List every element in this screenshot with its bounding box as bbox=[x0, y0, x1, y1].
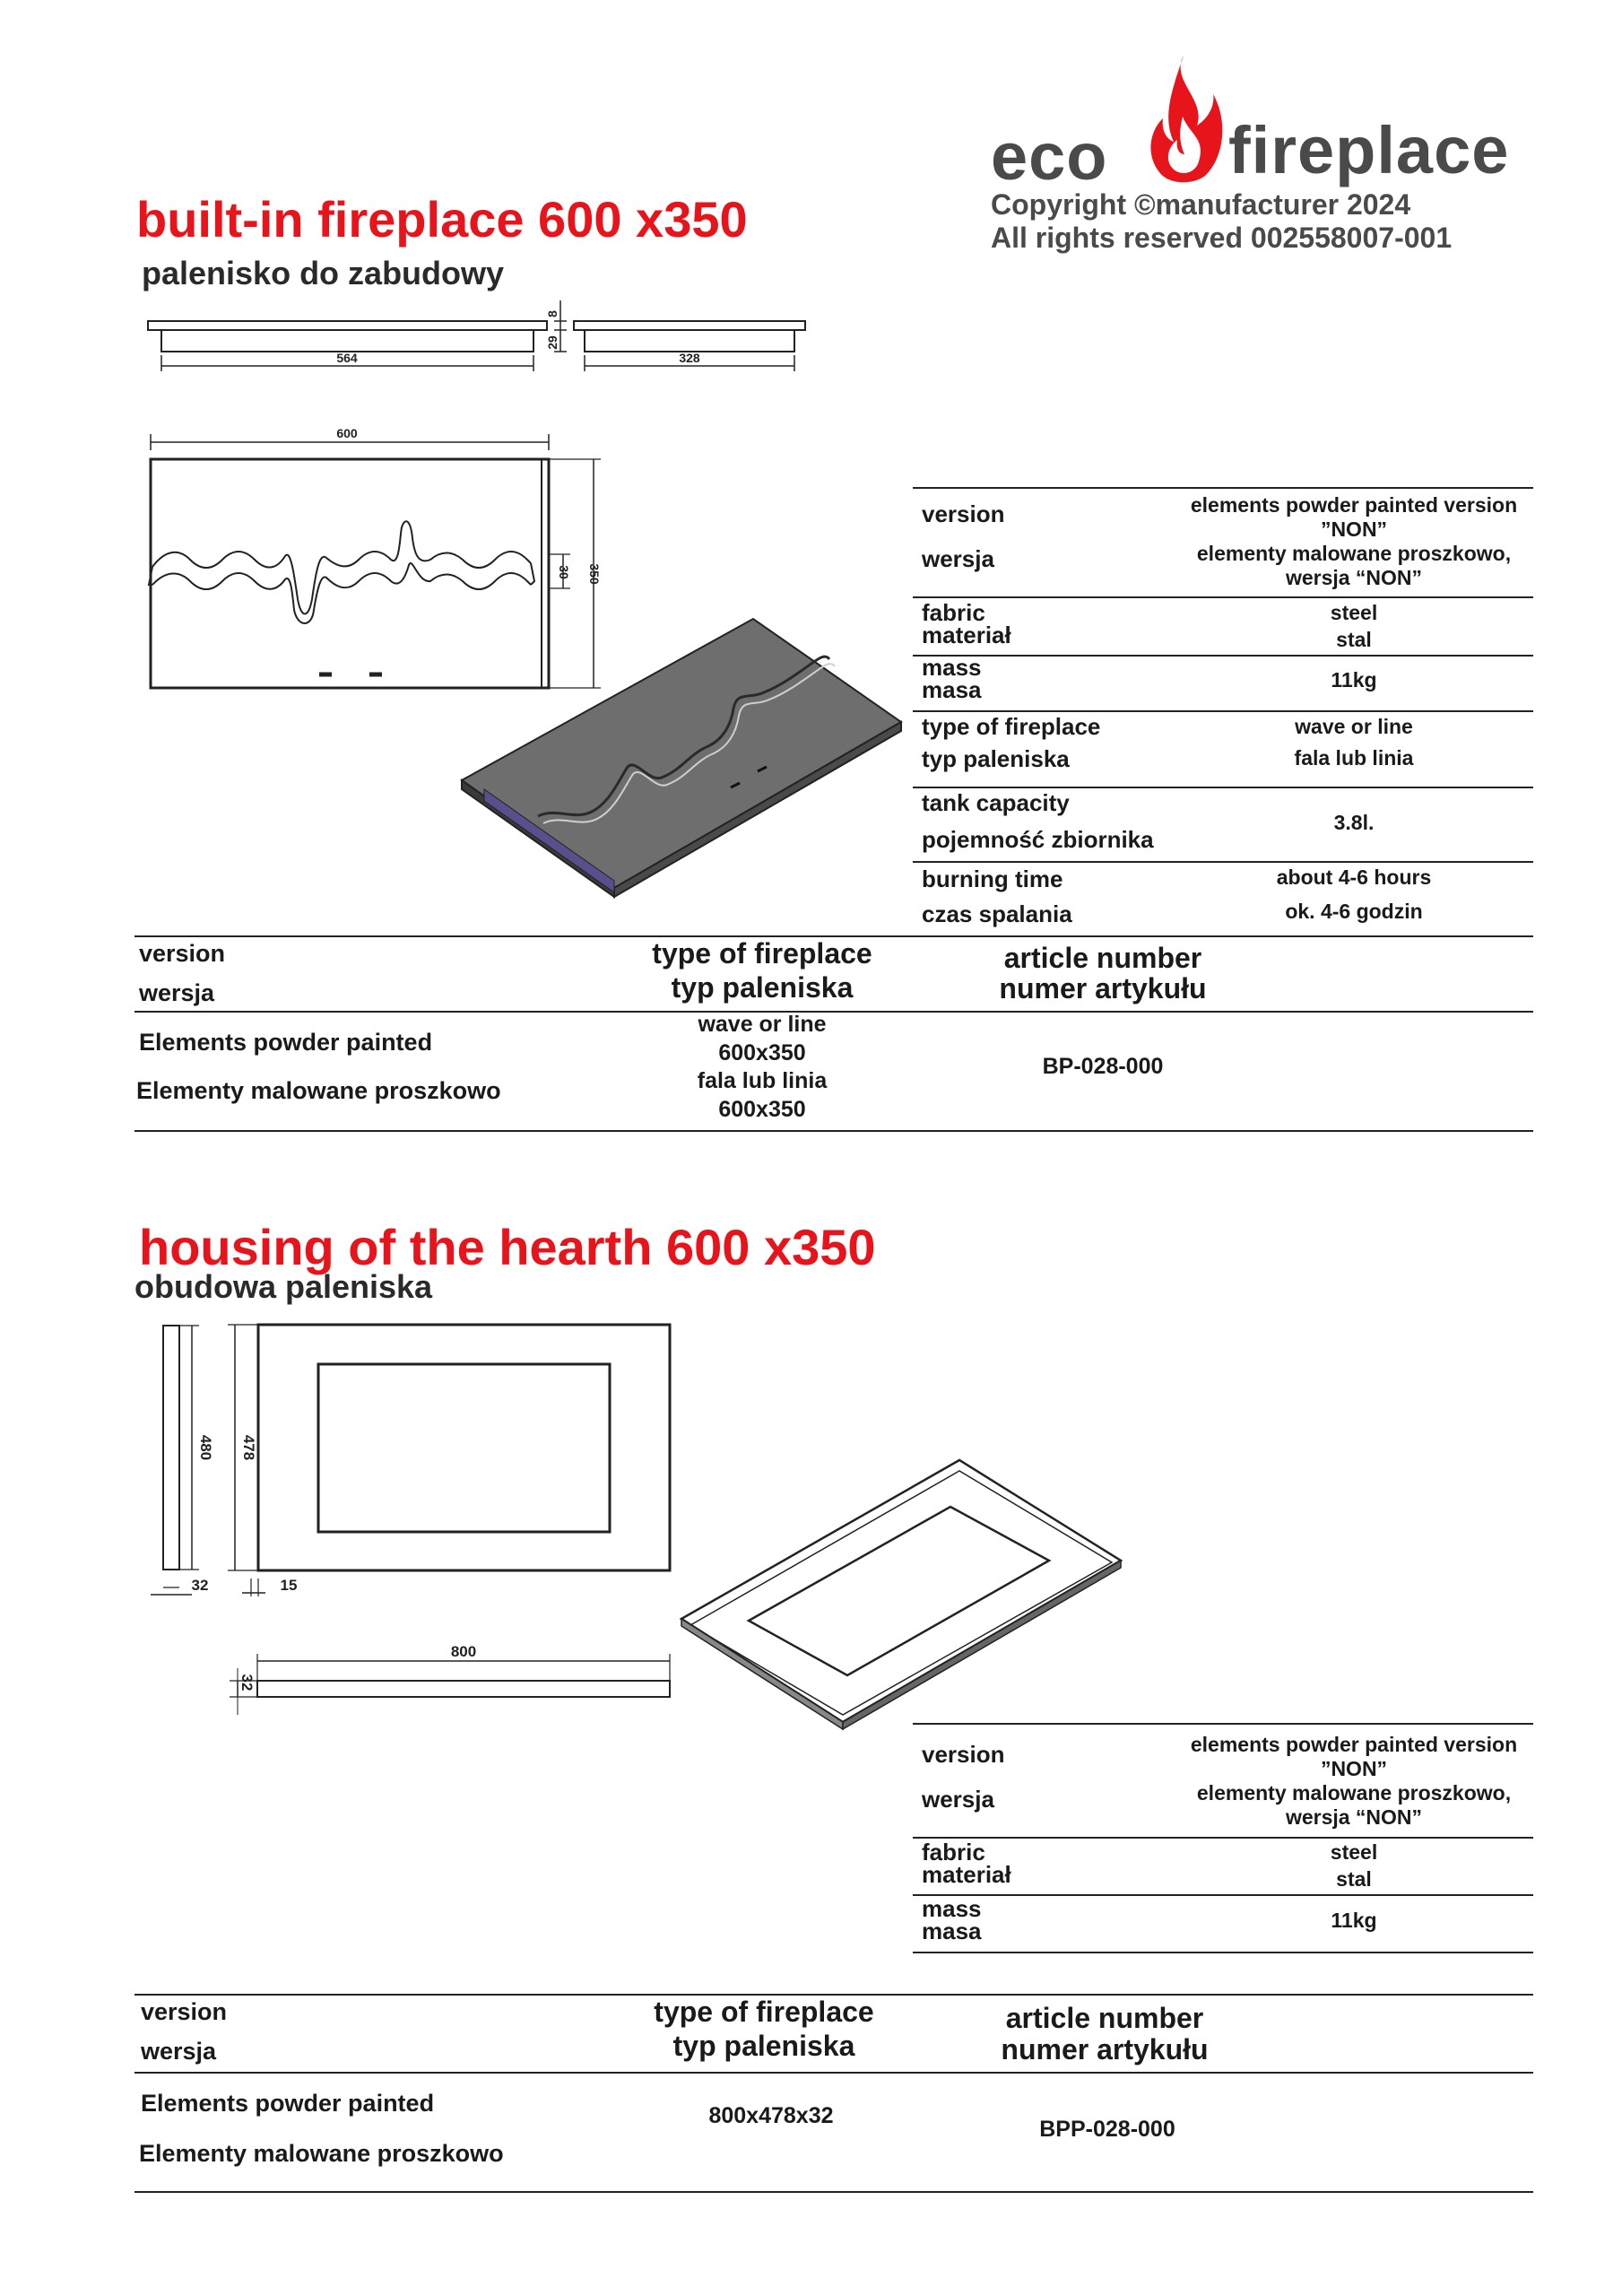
p1-spec-rule-4 bbox=[913, 787, 1533, 788]
p1-table-col2-pl: typ paleniska bbox=[671, 971, 854, 1004]
p1-table-col3-pl: numer artykułu bbox=[999, 972, 1207, 1004]
p2-spec-mass-en: mass bbox=[922, 1895, 982, 1922]
p1-spec-rule-1 bbox=[913, 596, 1533, 598]
p1-spec-burn-v0: about 4-6 hours bbox=[1276, 865, 1432, 889]
product2-subtitle: obudowa paleniska bbox=[134, 1268, 433, 1305]
flame-icon bbox=[1150, 56, 1223, 183]
p1-spec-mass-en: mass bbox=[922, 654, 982, 681]
p1-table-rule-mid bbox=[134, 1011, 1533, 1013]
p2-spec-version-en: version bbox=[922, 1741, 1005, 1768]
logo-word-fireplace: fireplace bbox=[1228, 113, 1510, 187]
p1-table-col2-en: type of fireplace bbox=[652, 937, 872, 970]
p1-spec-fabric-en: fabric bbox=[922, 599, 985, 626]
p1-table-row-en: Elements powder painted bbox=[139, 1029, 433, 1056]
p1-spec-type-v1: fala lub linia bbox=[1294, 746, 1414, 770]
p1-spec-type-en: type of fireplace bbox=[922, 713, 1101, 740]
p2-spec-version-v0: elements powder painted version bbox=[1190, 1733, 1518, 1756]
p1-spec-rule-2 bbox=[913, 655, 1533, 657]
p2-spec-mass-v0: 11kg bbox=[1331, 1909, 1377, 1932]
p2-spec-version-v2: elementy malowane proszkowo, bbox=[1196, 1781, 1512, 1805]
p1-spec-rule-3 bbox=[913, 710, 1533, 712]
p2-table-col1-pl: wersja bbox=[141, 2038, 217, 2065]
p1-spec-burn-pl: czas spalania bbox=[922, 900, 1072, 927]
product1-subtitle: palenisko do zabudowy bbox=[142, 255, 505, 291]
p1-spec-version-v3: wersja “NON” bbox=[1285, 566, 1423, 589]
dim-480: 480 bbox=[197, 1435, 214, 1460]
p1-spec-type-pl: typ paleniska bbox=[922, 745, 1070, 772]
brand-logo: eco fireplace Copyright ©manufacturer 20… bbox=[991, 54, 1547, 260]
p2-spec-mass-pl: masa bbox=[922, 1918, 982, 1944]
p1-table-col1-en: version bbox=[139, 940, 226, 967]
p1-spec-version-en: version bbox=[922, 500, 1005, 527]
p1-table-type-1: 600x350 bbox=[718, 1040, 806, 1065]
p1-table-col1-pl: wersja bbox=[139, 979, 215, 1006]
p2-table-col2-pl: typ paleniska bbox=[672, 2030, 855, 2062]
product2-title: housing of the hearth 600 x350 bbox=[139, 1219, 876, 1275]
p2-spec-version-v1: ”NON” bbox=[1320, 1757, 1388, 1780]
dim-478: 478 bbox=[240, 1435, 257, 1460]
p2-spec-fabric-v0: steel bbox=[1330, 1840, 1378, 1864]
p1-spec-rule-0 bbox=[913, 487, 1533, 489]
p2-table-rule-mid bbox=[134, 2072, 1533, 2074]
p2-spec-rule-3 bbox=[913, 1952, 1533, 1953]
p2-table-col3-pl: numer artykułu bbox=[1001, 2033, 1209, 2066]
p1-spec-tank-pl: pojemność zbiornika bbox=[922, 826, 1154, 853]
dim-600: 600 bbox=[336, 426, 358, 440]
p1-table-type-0: wave or line bbox=[698, 1012, 827, 1037]
p2-spec-fabric-en: fabric bbox=[922, 1839, 985, 1866]
dim-15: 15 bbox=[281, 1577, 298, 1594]
p1-spec-version-pl: wersja bbox=[922, 545, 994, 572]
p1-spec-version-v1: ”NON” bbox=[1320, 517, 1388, 541]
p2-table-rule-bottom bbox=[134, 2191, 1533, 2193]
p2-table-row-pl: Elementy malowane proszkowo bbox=[139, 2140, 504, 2167]
p1-spec-tank-en: tank capacity bbox=[922, 789, 1070, 816]
p1-spec-burn-en: burning time bbox=[922, 865, 1063, 892]
dim-32: 32 bbox=[192, 1577, 209, 1594]
p2-spec-fabric-v1: stal bbox=[1336, 1867, 1372, 1891]
p2-spec-rule-2 bbox=[913, 1894, 1533, 1896]
p2-spec-rule-0 bbox=[913, 1723, 1533, 1725]
p1-spec-type-v0: wave or line bbox=[1295, 715, 1413, 738]
p1-spec-fabric-v1: stal bbox=[1336, 628, 1372, 651]
p1-spec-mass-v0: 11kg bbox=[1331, 668, 1377, 691]
p1-spec-tank-v0: 3.8l. bbox=[1333, 811, 1375, 834]
dim-564: 564 bbox=[336, 351, 358, 365]
p1-spec-mass-pl: masa bbox=[922, 676, 982, 703]
p2-table-article: BPP-028-000 bbox=[1039, 2117, 1175, 2142]
logo-word-eco: eco bbox=[991, 119, 1108, 194]
p2-spec-fabric-pl: materiał bbox=[922, 1861, 1011, 1888]
dim-350: 350 bbox=[587, 563, 602, 585]
dim-32b: 32 bbox=[239, 1674, 256, 1692]
dim-8: 8 bbox=[545, 310, 559, 317]
p1-spec-version-v2: elementy malowane proszkowo, bbox=[1196, 542, 1512, 565]
p2-spec-version-pl: wersja bbox=[922, 1786, 994, 1813]
p1-spec-burn-v1: ok. 4-6 godzin bbox=[1285, 900, 1423, 923]
p2-table-col3-en: article number bbox=[1005, 2002, 1204, 2034]
p1-table-type-2: fala lub linia bbox=[697, 1068, 828, 1093]
p2-spec-rule-1 bbox=[913, 1837, 1533, 1839]
p1-table-rule-bottom bbox=[134, 1130, 1533, 1132]
p1-spec-fabric-v0: steel bbox=[1330, 601, 1378, 624]
product1-title: built-in fireplace 600 x350 bbox=[136, 191, 748, 248]
p2-table-rule-top bbox=[134, 1994, 1533, 1996]
dim-328: 328 bbox=[679, 351, 700, 365]
dim-30: 30 bbox=[557, 565, 571, 579]
p1-table-article: BP-028-000 bbox=[1042, 1054, 1164, 1079]
p2-table-col1-en: version bbox=[141, 1998, 228, 2025]
p1-table-row-pl: Elementy malowane proszkowo bbox=[136, 1077, 501, 1104]
p1-spec-version-v0: elements powder painted version bbox=[1190, 493, 1518, 517]
p2-table-type: 800x478x32 bbox=[708, 2103, 834, 2128]
p1-table-rule-top bbox=[134, 935, 1533, 937]
p2-spec-version-v3: wersja “NON” bbox=[1285, 1805, 1423, 1829]
p2-table-col2-en: type of fireplace bbox=[654, 1996, 874, 2028]
p1-spec-fabric-pl: materiał bbox=[922, 622, 1011, 648]
p1-table-type-3: 600x350 bbox=[718, 1097, 806, 1122]
dim-800: 800 bbox=[451, 1643, 476, 1660]
p1-table-col3-en: article number bbox=[1003, 942, 1202, 974]
logo-copyright: Copyright ©manufacturer 2024 bbox=[991, 188, 1411, 221]
p2-table-row-en: Elements powder painted bbox=[141, 2090, 435, 2117]
dim-29: 29 bbox=[545, 335, 559, 350]
p1-spec-rule-5 bbox=[913, 861, 1533, 863]
logo-rights: All rights reserved 002558007-001 bbox=[991, 222, 1453, 254]
